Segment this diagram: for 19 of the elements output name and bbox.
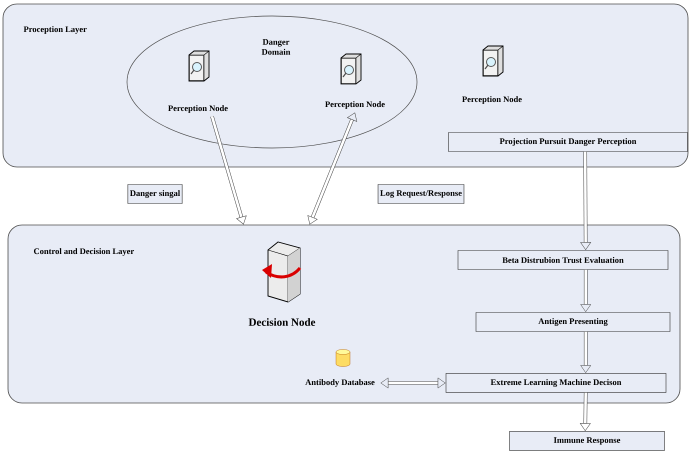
node-label: Antibody Database (305, 379, 375, 387)
node-label: Decision Node (248, 318, 316, 326)
arrow (580, 392, 591, 431)
arrow (210, 116, 247, 224)
process-box: Antigen Presenting (476, 312, 670, 332)
arrow (580, 270, 592, 312)
arrow (580, 152, 591, 250)
text-box: Log Request/Response (378, 184, 464, 204)
node-label: Perception Node (462, 96, 522, 104)
arrow (580, 332, 592, 373)
process-box: Projection Pursuit Danger Perception (448, 132, 688, 152)
arrow (380, 378, 446, 388)
process-box: Beta Distrubion Trust Evaluation (458, 250, 668, 270)
text-box: Danger singal (128, 184, 182, 204)
node-label: Perception Node (168, 105, 228, 113)
process-box: Immune Response (509, 431, 665, 451)
node-label: Perception Node (325, 101, 385, 109)
arrow (308, 112, 358, 224)
process-box: Extreme Learning Machine Decison (446, 373, 666, 393)
